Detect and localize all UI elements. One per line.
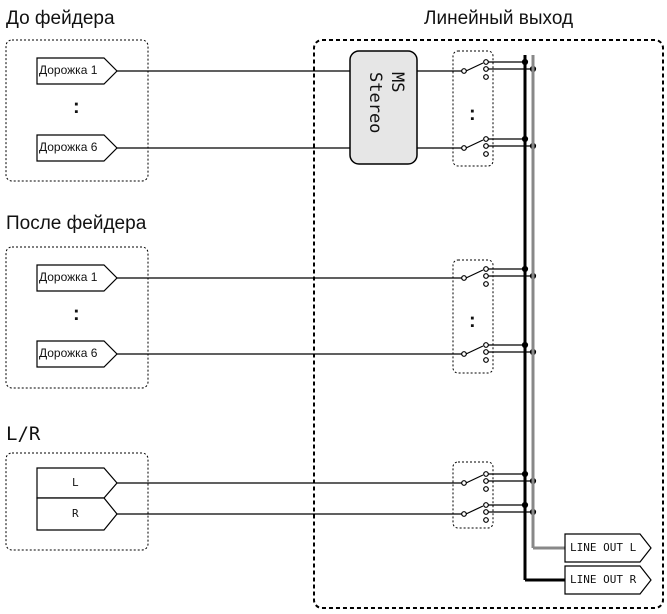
pre-track6-switch <box>461 135 537 157</box>
pre-track1-label: Дорожка 1 <box>39 63 98 77</box>
post-switch-ellipsis: : <box>469 310 476 332</box>
line-out-r-label: LINE OUT R <box>570 573 637 586</box>
lr-r-label: R <box>72 507 79 520</box>
pre-track1-tag <box>36 57 118 85</box>
pre-track6-label: Дорожка 6 <box>39 140 98 154</box>
stereo-label: Stereo <box>365 72 385 134</box>
lr-r-tag <box>36 497 118 531</box>
pre-switch-ellipsis: : <box>469 103 476 125</box>
post-track6-tag <box>36 340 118 368</box>
tag-shapes <box>36 57 652 595</box>
post-fader-group-box <box>5 246 149 389</box>
out-r-tag <box>564 565 652 595</box>
ms-stereo-block <box>349 50 418 165</box>
post-track1-label: Дорожка 1 <box>39 270 98 284</box>
switch-group-post <box>452 259 494 374</box>
post-fader-title: После фейдера <box>6 213 147 234</box>
pre-track6-tag <box>36 134 118 162</box>
post-tracks-ellipsis: : <box>73 303 80 325</box>
lr-l-tag <box>36 467 118 499</box>
line-out-l-label: LINE OUT L <box>570 541 637 554</box>
out-l-tag <box>564 533 652 563</box>
post-track6-label: Дорожка 6 <box>39 346 98 360</box>
lr-group-box <box>5 452 149 551</box>
pre-fader-title: До фейдера <box>6 8 115 29</box>
lr-title: L/R <box>6 423 41 445</box>
ms-label: MS <box>387 72 407 93</box>
pre-tracks-ellipsis: : <box>73 96 80 118</box>
switch-group-pre <box>452 50 494 167</box>
line-out-title: Линейный выход <box>424 8 574 29</box>
post-track1-tag <box>36 264 118 292</box>
lr-l-label: L <box>72 476 79 489</box>
pre-fader-group-box <box>5 39 149 182</box>
switch-group-lr <box>452 461 494 529</box>
signal-wires <box>117 70 462 515</box>
